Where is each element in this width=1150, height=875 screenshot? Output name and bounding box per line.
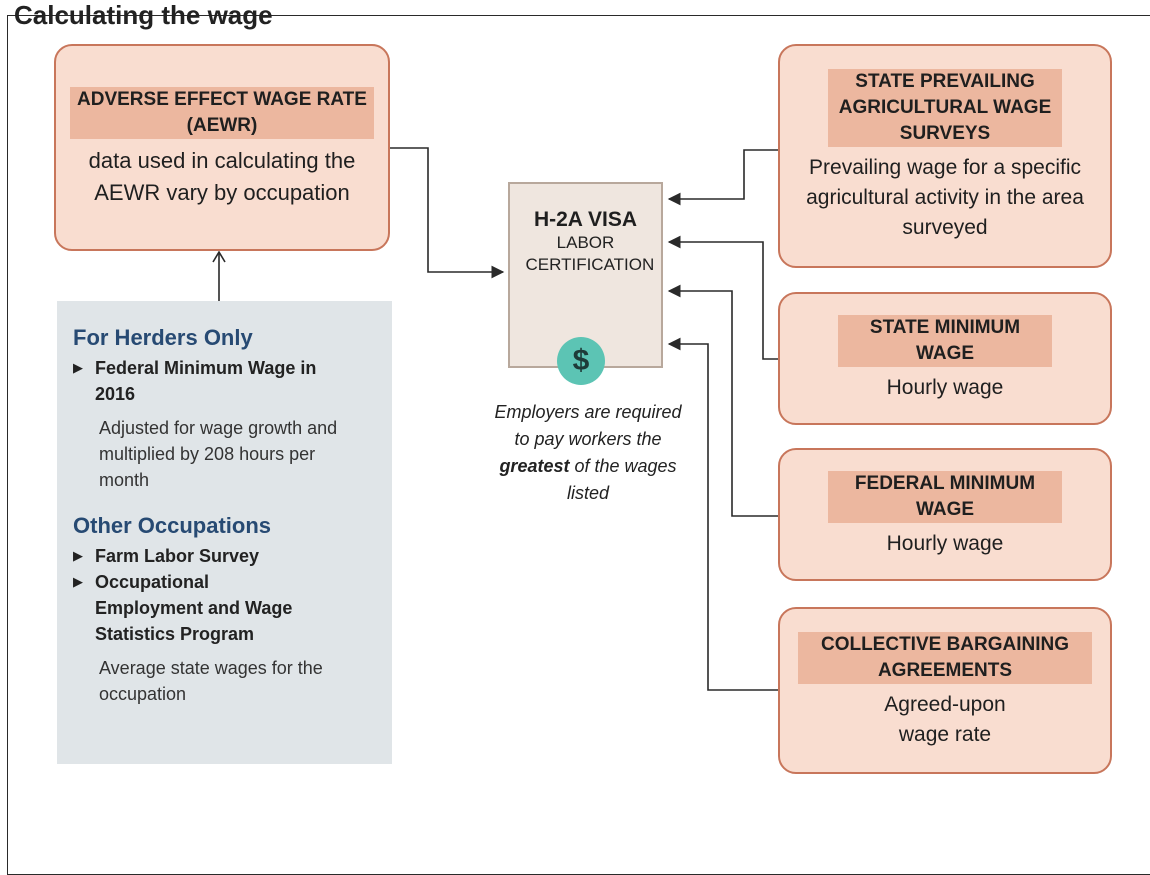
- herders-heading: For Herders Only: [73, 325, 253, 350]
- state-minimum-description: Hourly wage: [886, 375, 1004, 399]
- other-item-oews: ▶ Occupational Employment and Wage Stati…: [73, 569, 378, 647]
- certificate-title: H-2A VISA: [533, 208, 638, 231]
- federal-minimum-box: FEDERAL MINIMUM WAGE Hourly wage: [778, 448, 1112, 581]
- figure-caption: Calculating the wage: [14, 0, 273, 30]
- note-text-start: Employers are required to pay workers th…: [494, 402, 682, 449]
- collective-bargaining-connector: [667, 337, 778, 691]
- state-minimum-connector: [667, 235, 778, 360]
- herders-item-label: Federal Minimum Wage in 2016: [95, 358, 317, 404]
- bullet-triangle-icon: ▶: [73, 360, 83, 375]
- employer-note: Employers are required to pay workers th…: [488, 399, 688, 507]
- note-emphasis: greatest: [499, 456, 570, 476]
- other-heading: Other Occupations: [73, 513, 272, 538]
- state-minimum-title: STATE MINIMUM WAGE: [838, 314, 1052, 367]
- federal-minimum-description: Hourly wage: [886, 531, 1004, 555]
- certificate-subtitle: LABOR CERTIFICATION: [525, 233, 655, 274]
- other-description: Average state wages for the occupation: [99, 658, 323, 704]
- other-item-farm-labor: ▶ Farm Labor Survey: [73, 543, 378, 569]
- collective-bargaining-title: COLLECTIVE BARGAINING AGREEMENTS: [798, 631, 1092, 684]
- herders-arrowhead: [212, 250, 226, 263]
- bullet-triangle-icon: ▶: [73, 548, 83, 563]
- federal-minimum-title: FEDERAL MINIMUM WAGE: [828, 470, 1062, 523]
- federal-minimum-connector: [667, 284, 778, 517]
- collective-bargaining-box: COLLECTIVE BARGAINING AGREEMENTS Agreed-…: [778, 607, 1112, 774]
- state-prevailing-box: STATE PREVAILING AGRICULTURAL WAGE SURVE…: [778, 44, 1112, 268]
- state-minimum-box: STATE MINIMUM WAGE Hourly wage: [778, 292, 1112, 425]
- note-text-end: of the wages listed: [566, 456, 677, 503]
- herders-item: ▶ Federal Minimum Wage in 2016: [73, 355, 378, 407]
- aewr-description: data used in calculating the AEWR vary b…: [88, 147, 356, 205]
- data-sources-panel: For Herders Only ▶ Federal Minimum Wage …: [57, 301, 392, 764]
- labor-certificate: H-2A VISA LABOR CERTIFICATION: [508, 182, 663, 368]
- aewr-title: ADVERSE EFFECT WAGE RATE (AEWR): [70, 86, 374, 139]
- state-prevailing-connector: [667, 149, 778, 206]
- state-prevailing-description: Prevailing wage for a specific agricultu…: [806, 156, 1084, 239]
- bullet-triangle-icon: ▶: [73, 574, 83, 589]
- aewr-box: ADVERSE EFFECT WAGE RATE (AEWR) data use…: [54, 44, 390, 251]
- state-prevailing-title: STATE PREVAILING AGRICULTURAL WAGE SURVE…: [828, 69, 1062, 147]
- aewr-connector: [390, 147, 505, 279]
- dollar-coin-icon: $: [557, 337, 605, 385]
- herders-description: Adjusted for wage growth and multiplied …: [99, 418, 338, 490]
- other-item-label: Farm Labor Survey: [95, 546, 260, 566]
- other-item-label: Occupational Employment and Wage Statist…: [95, 572, 293, 644]
- collective-bargaining-description: Agreed-upon wage rate: [884, 692, 1006, 746]
